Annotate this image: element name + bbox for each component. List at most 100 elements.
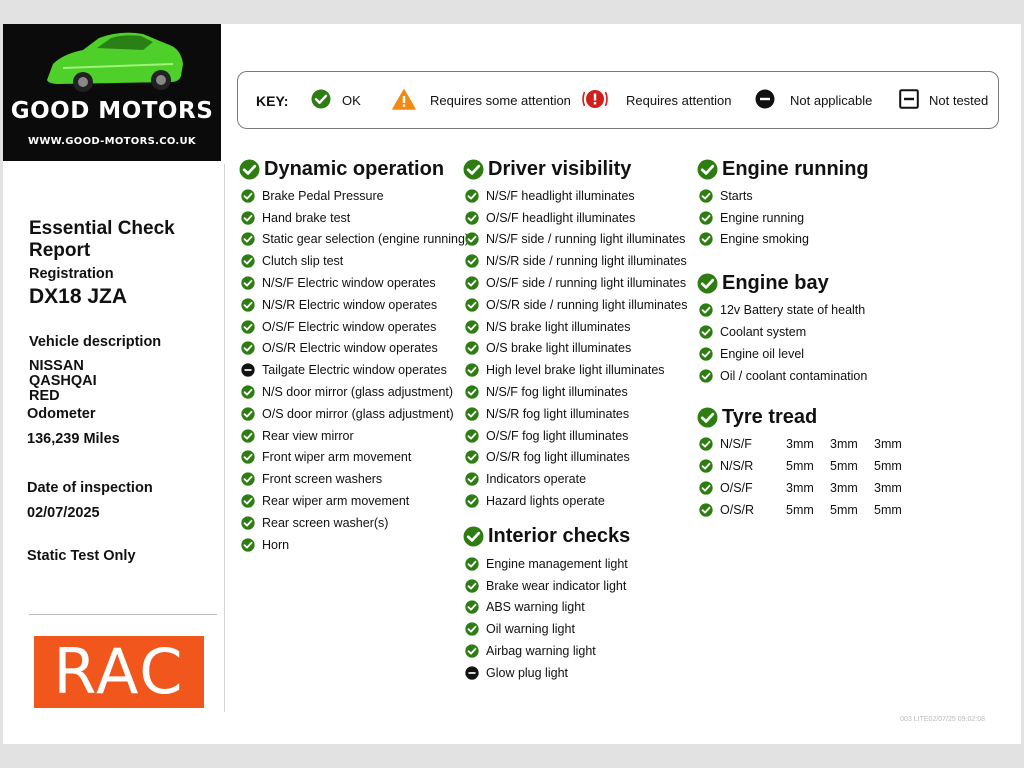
warning-triangle-icon [392, 89, 416, 115]
ok-icon [241, 429, 255, 443]
check-item: Airbag warning light [463, 640, 687, 662]
attention-alert-icon [582, 89, 608, 114]
ok-icon [463, 526, 484, 547]
check-item: High level brake light illuminates [463, 359, 687, 381]
check-item: Oil / coolant contamination [697, 365, 918, 387]
ok-icon [241, 232, 255, 247]
ok-icon [699, 189, 713, 203]
ok-icon [241, 320, 255, 334]
section-header: Dynamic operation [239, 156, 469, 182]
check-item: O/S/F fog light illuminates [463, 425, 687, 447]
ok-icon [463, 159, 484, 179]
ok-icon [311, 89, 331, 114]
key-attention-label: Requires attention [626, 93, 732, 108]
ok-icon [465, 232, 479, 247]
ok-icon [697, 159, 718, 179]
check-item-label: N/S/F side / running light illuminates [486, 232, 686, 247]
check-item-label: Glow plug light [486, 665, 568, 680]
check-item: N/S/F side / running light illuminates [463, 229, 687, 251]
section-driver-visibility: Driver visibility N/S/F headlight illumi… [463, 156, 687, 512]
section-title: Tyre tread [722, 406, 818, 429]
check-item-label: N/S/R Electric window operates [262, 297, 438, 312]
check-item: Rear screen washer(s) [239, 512, 469, 534]
check-item-label: Hand brake test [262, 210, 351, 225]
check-item: Hand brake test [239, 207, 469, 229]
check-item-label: Brake wear indicator light [486, 578, 627, 593]
ok-icon [465, 557, 479, 571]
vehicle-description-label: Vehicle description [29, 334, 162, 350]
check-item-label: Engine oil level [720, 346, 805, 361]
vehicle-make: NISSAN [29, 358, 84, 374]
check-item-label: Front screen washers [262, 472, 383, 487]
check-item: ABS warning light [463, 597, 687, 619]
ok-icon [697, 407, 718, 428]
check-item: N/S brake light illuminates [463, 316, 687, 338]
check-item-label: O/S/F Electric window operates [262, 319, 437, 334]
sidebar-divider [224, 164, 225, 712]
check-item: Engine oil level [697, 343, 918, 365]
check-item-label: Brake Pedal Pressure [262, 188, 384, 203]
test-note: Static Test Only [27, 548, 136, 564]
check-item-label: Engine running [720, 210, 805, 225]
check-item: O/S/F side / running light illuminates [463, 272, 687, 294]
ok-icon [465, 211, 479, 225]
check-item-label: O/S/R Electric window operates [262, 341, 438, 356]
check-item: Front wiper arm movement [239, 447, 469, 469]
ok-icon [465, 254, 479, 268]
check-item: Engine running [697, 207, 918, 229]
tyre-depth: 3mm [830, 437, 858, 452]
vehicle-colour: RED [29, 388, 60, 404]
check-item: N/S/F fog light illuminates [463, 381, 687, 403]
check-item-label: Clutch slip test [262, 254, 344, 269]
check-item: Clutch slip test [239, 250, 469, 272]
check-item-label: O/S/F side / running light illuminates [486, 276, 687, 291]
section-title: Interior checks [488, 525, 631, 548]
status-key: KEY: OK Requires some attention Requires… [237, 71, 999, 129]
check-item: Engine management light [463, 553, 687, 575]
check-item-label: N/S/F fog light illuminates [486, 385, 628, 400]
tyre-depth: 5mm [786, 459, 814, 474]
check-item-label: Coolant system [720, 325, 807, 340]
tyre-row: N/S/R 5mm 5mm 5mm [697, 455, 918, 477]
check-item: O/S door mirror (glass adjustment) [239, 403, 469, 425]
ok-icon [699, 459, 713, 473]
tyre-depth: 5mm [830, 502, 858, 517]
check-item-label: N/S/R fog light illuminates [486, 406, 630, 421]
ok-icon [699, 503, 713, 517]
section-header: Engine bay [697, 270, 918, 296]
key-ok-label: OK [342, 93, 361, 108]
ok-icon [699, 303, 713, 317]
tyre-depth: 5mm [830, 459, 858, 474]
check-item-label: O/S/R side / running light illuminates [486, 297, 688, 312]
ok-icon [241, 472, 255, 486]
ok-icon [241, 537, 255, 552]
report-footer: 003 LITE02/07/25 09:02:08 [900, 716, 985, 723]
ok-icon [465, 450, 479, 465]
check-item-label: Tailgate Electric window operates [262, 363, 447, 378]
section-title: Driver visibility [488, 157, 632, 180]
ok-icon [241, 276, 255, 290]
check-item: O/S/R fog light illuminates [463, 447, 687, 469]
not-applicable-icon [465, 666, 479, 680]
ok-icon [465, 189, 479, 203]
tyre-position: N/S/R [720, 459, 754, 474]
check-item: O/S/R side / running light illuminates [463, 294, 687, 316]
rac-logo: RAC [34, 636, 204, 708]
check-item: O/S/F Electric window operates [239, 316, 469, 338]
tyre-position: O/S/F [720, 481, 753, 496]
tyre-depth: 5mm [874, 459, 902, 474]
tyre-depth: 3mm [874, 481, 902, 496]
ok-icon [241, 341, 255, 356]
not-applicable-icon [755, 89, 775, 114]
tyre-position: N/S/F [720, 437, 752, 452]
ok-icon [241, 385, 255, 399]
check-item-label: Static gear selection (engine running) [262, 232, 470, 247]
